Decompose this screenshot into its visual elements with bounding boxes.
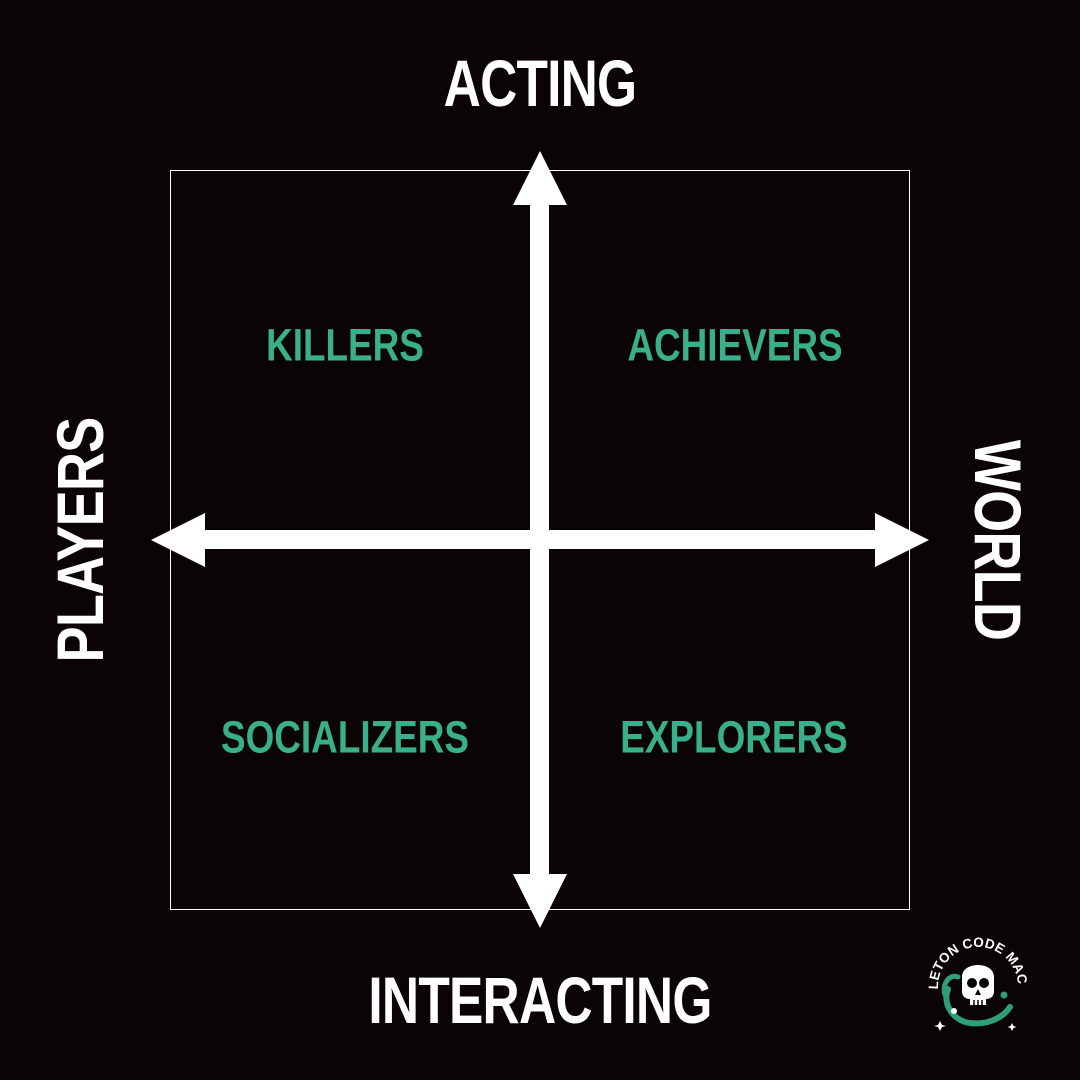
arrow-down-icon [513,874,567,928]
axis-label-left: PLAYERS [43,417,117,663]
axis-label-bottom: INTERACTING [368,963,712,1037]
quadrant-label-top-left: KILLERS [266,319,424,371]
horizontal-axis-line [195,530,885,549]
axis-label-right: WORLD [961,439,1035,641]
axis-label-top: ACTING [443,46,637,120]
quadrant-label-bottom-right: EXPLORERS [620,711,848,763]
arrow-up-icon [513,151,567,205]
quadrant-label-top-right: ACHIEVERS [627,319,843,371]
arrow-left-icon [151,513,205,567]
skull-logo-icon: SKELETON CODE MACHINE [920,925,1030,1031]
arrow-right-icon [875,513,929,567]
quadrant-label-bottom-left: SOCIALIZERS [220,711,470,763]
